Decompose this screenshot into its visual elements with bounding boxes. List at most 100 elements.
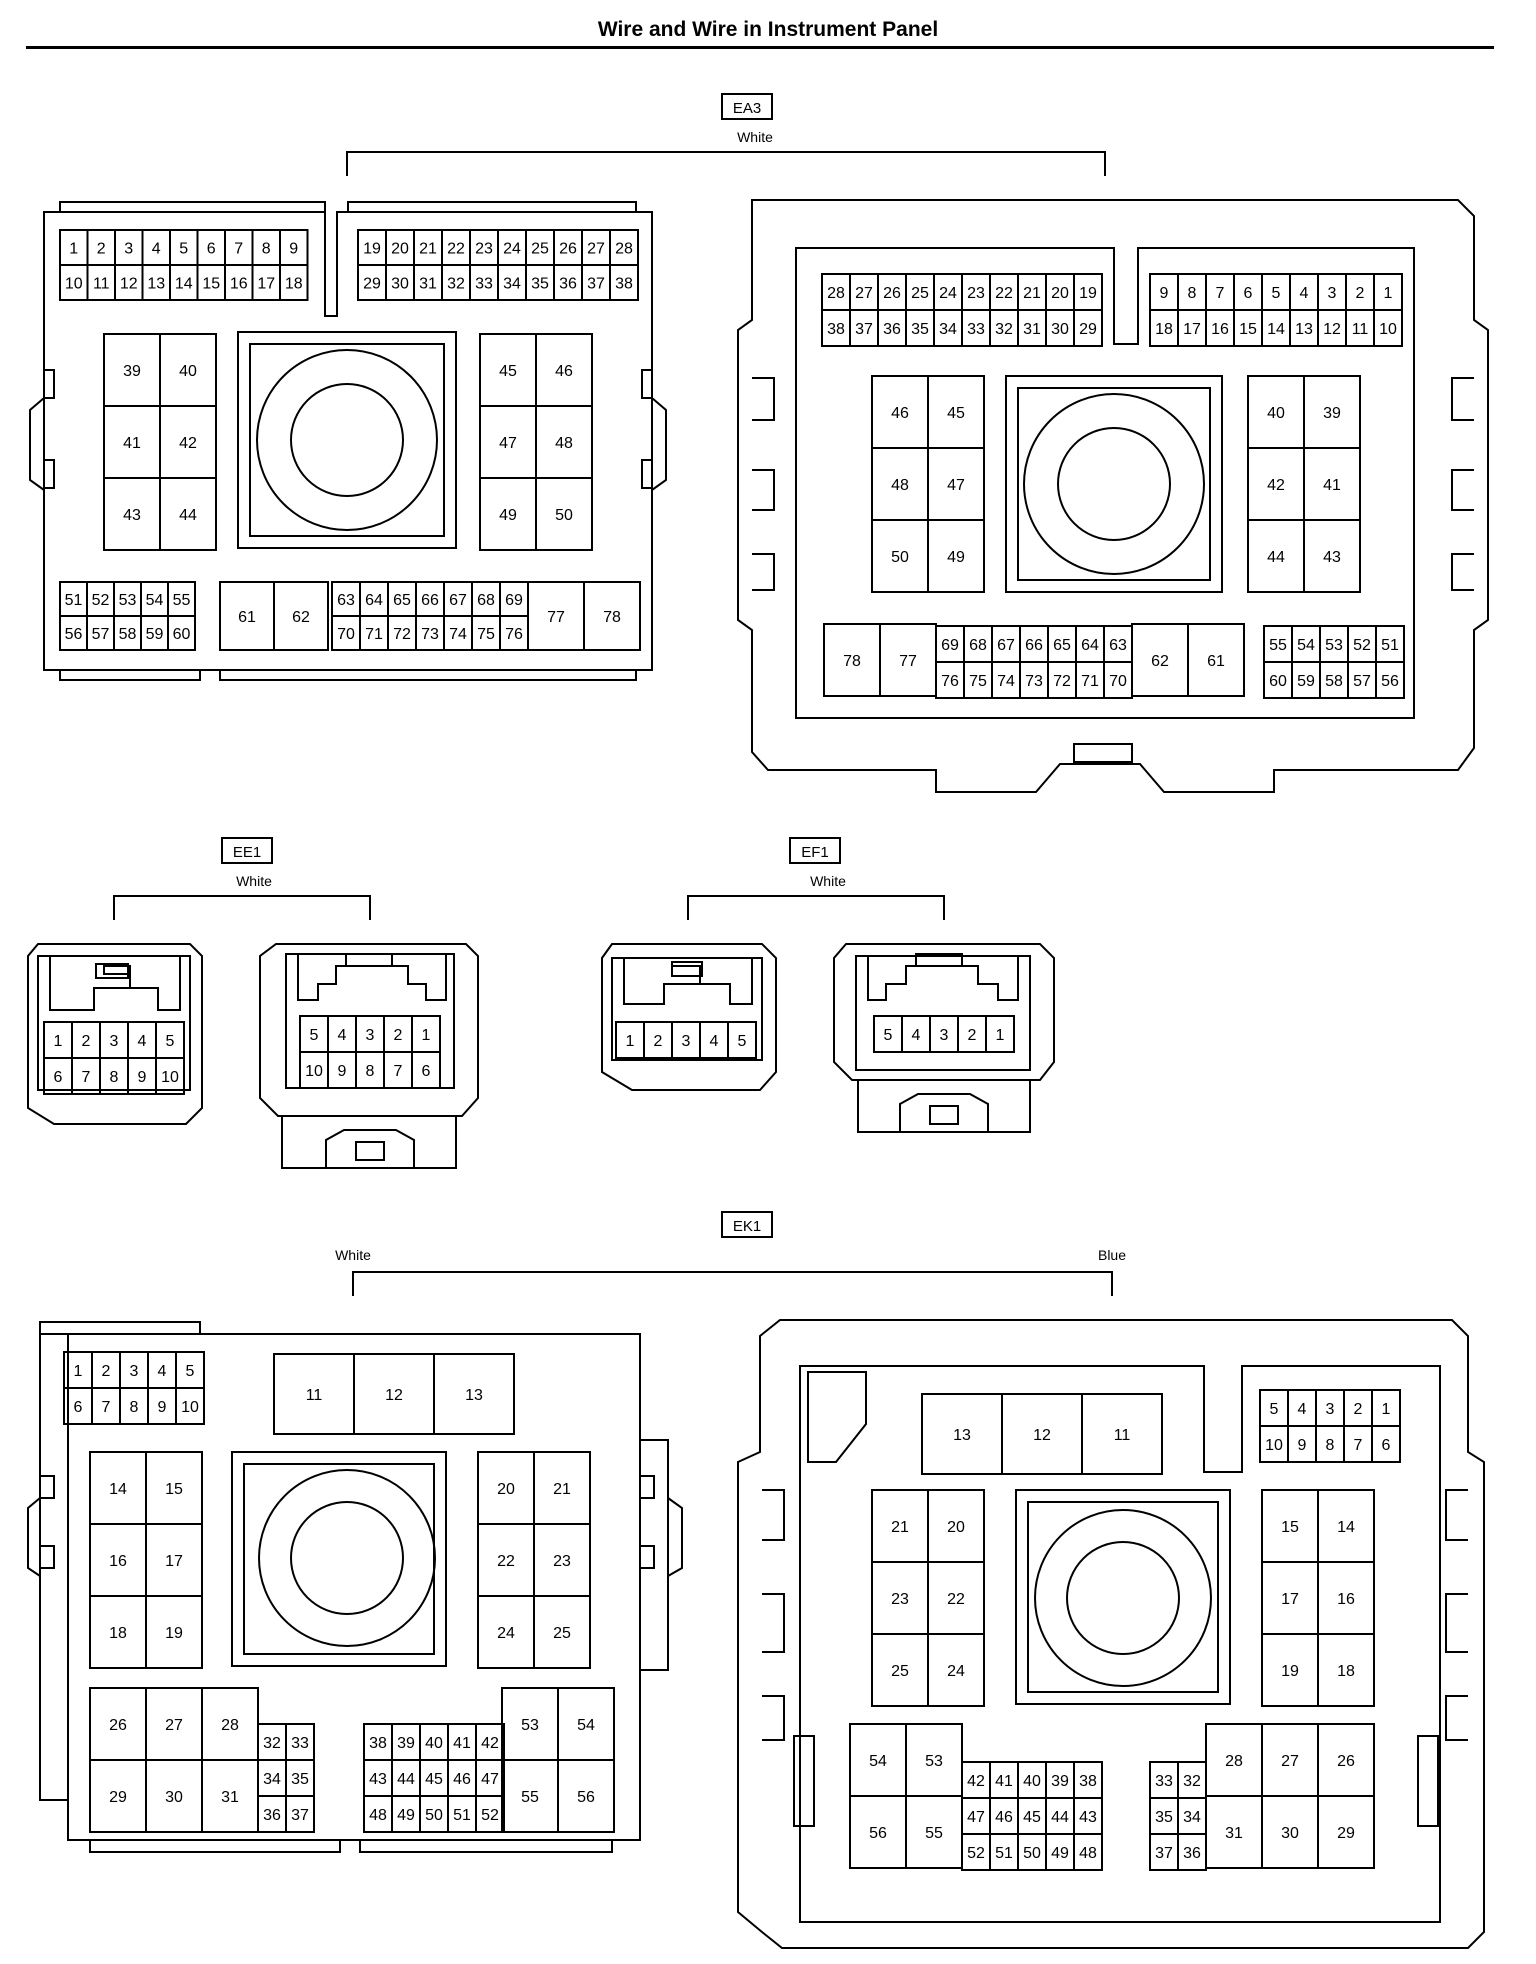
ea3-right-pin-2: 2: [1356, 285, 1365, 302]
ea3-left-pin-15: 15: [202, 275, 220, 292]
ea3-code-box: [721, 93, 773, 120]
ee1-left-pin-4: 4: [138, 1033, 147, 1050]
ek1-right-pin-40: 40: [1023, 1773, 1041, 1790]
ek1-right-pin-cell-24: [927, 1633, 985, 1707]
ek1-left-pin-cell-56: [557, 1759, 615, 1833]
ea3-left-pin-11: 11: [93, 275, 110, 292]
ea3-right-pin-9: 9: [1160, 285, 1169, 302]
ea3-right-pin-cell-29: [1073, 309, 1103, 347]
ea3-left-pin-27: 27: [587, 240, 605, 257]
ee1-right-pin-9: 9: [338, 1063, 347, 1080]
ea3-color: White: [737, 129, 773, 145]
ea3-right-pin-50: 50: [891, 549, 909, 566]
ek1-right-pin-53: 53: [925, 1753, 943, 1770]
ek1-right-pin-cell-48: [1073, 1833, 1103, 1871]
ea3-left-pin-56: 56: [65, 626, 83, 643]
ea3-left-pin-4: 4: [152, 240, 161, 257]
ea3-right-pin-35: 35: [911, 321, 929, 338]
ea3-right-pin-13: 13: [1295, 321, 1313, 338]
ek1-left-pin-8: 8: [130, 1399, 139, 1416]
ea3-left-pin-75: 75: [477, 626, 495, 643]
ek1-left-pin-32: 32: [263, 1735, 281, 1752]
ea3-right-pin-63: 63: [1109, 637, 1127, 654]
ek1-left-pin-27: 27: [165, 1717, 183, 1734]
ek1-right-pin-47: 47: [967, 1809, 985, 1826]
ek1-left-pin-35: 35: [291, 1771, 309, 1788]
ek1-left-pin-11: 11: [306, 1387, 323, 1404]
ek1-left-pin-53: 53: [521, 1717, 539, 1734]
ek1-right-pin-4: 4: [1298, 1401, 1307, 1418]
ek1-left-pin-49: 49: [397, 1807, 415, 1824]
ea3-left-pin-42: 42: [179, 435, 197, 452]
ea3-right-pin-74: 74: [997, 673, 1015, 690]
ek1-left-pin-47: 47: [481, 1771, 499, 1788]
ek1-right-pin-56: 56: [869, 1825, 887, 1842]
ea3-right-pin-68: 68: [969, 637, 987, 654]
ef1-left-pin-3: 3: [682, 1033, 691, 1050]
ea3-left-pin-10: 10: [65, 275, 83, 292]
ea3-left-pin-21: 21: [419, 240, 437, 257]
ek1-right-pin-18: 18: [1337, 1663, 1355, 1680]
ek1-left-pin-50: 50: [425, 1807, 443, 1824]
title-rule: [26, 46, 1494, 49]
ea3-right-pin-12: 12: [1323, 321, 1341, 338]
ea3-left-housing: [29, 201, 667, 681]
ek1-bracket: [352, 1271, 1113, 1296]
ee1-left-pin-7: 7: [82, 1069, 91, 1086]
ek1-right-pin-17: 17: [1281, 1591, 1299, 1608]
ea3-left-pin-cell-38: [609, 264, 639, 301]
ef1-right-pin-3: 3: [940, 1027, 949, 1044]
ek1-right-pin-48: 48: [1079, 1845, 1097, 1862]
ek1-left-pin-16: 16: [109, 1553, 127, 1570]
ea3-right-pin-49: 49: [947, 549, 965, 566]
ek1-right-pin-3: 3: [1326, 1401, 1335, 1418]
ea3-bracket: [346, 151, 1106, 176]
ef1-left-pin-5: 5: [738, 1033, 747, 1050]
ea3-left-pin-8: 8: [262, 240, 271, 257]
ea3-right-pin-cell-61: [1187, 623, 1245, 697]
ea3-left-pin-cell-18: [279, 264, 309, 301]
ea3-right-pin-75: 75: [969, 673, 987, 690]
ea3-right-pin-53: 53: [1325, 637, 1343, 654]
ek1-left-pin-29: 29: [109, 1789, 127, 1806]
ee1-right-housing: [259, 943, 479, 1169]
ek1-left-pin-45: 45: [425, 1771, 443, 1788]
ea3-right-pin-38: 38: [827, 321, 845, 338]
ee1-left-pin-3: 3: [110, 1033, 119, 1050]
ea3-left-pin-9: 9: [289, 240, 298, 257]
ea3-right-pin-37: 37: [855, 321, 873, 338]
ea3-right-pin-25: 25: [911, 285, 929, 302]
ek1-left-pin-34: 34: [263, 1771, 281, 1788]
ee1-left-pin-8: 8: [110, 1069, 119, 1086]
ea3-left-pin-72: 72: [393, 626, 411, 643]
ea3-left-pin-cell-44: [159, 477, 217, 551]
ek1-left-pin-42: 42: [481, 1735, 499, 1752]
ee1-right-pin-3: 3: [366, 1027, 375, 1044]
ek1-right-pin-35: 35: [1155, 1809, 1173, 1826]
ea3-left-pin-16: 16: [230, 275, 248, 292]
ea3-left-pin-26: 26: [559, 240, 577, 257]
ek1-right-pin-44: 44: [1051, 1809, 1069, 1826]
ea3-right-pin-45: 45: [947, 405, 965, 422]
ea3-left-pin-36: 36: [559, 275, 577, 292]
ea3-left-pin-50: 50: [555, 507, 573, 524]
ek1-right-pin-13: 13: [953, 1427, 971, 1444]
ea3-left-pin-17: 17: [257, 275, 275, 292]
ek1-right-pin-cell-11: [1081, 1393, 1163, 1475]
ea3-left-pin-20: 20: [391, 240, 409, 257]
ea3-right-pin-42: 42: [1267, 477, 1285, 494]
ea3-right-pin-1: 1: [1384, 285, 1393, 302]
ek1-right-pin-50: 50: [1023, 1845, 1041, 1862]
ek1-left-pin-6: 6: [74, 1399, 83, 1416]
ea3-right-pin-48: 48: [891, 477, 909, 494]
ea3-left-pin-37: 37: [587, 275, 605, 292]
ek1-right-pin-29: 29: [1337, 1825, 1355, 1842]
ek1-right-pin-54: 54: [869, 1753, 887, 1770]
ea3-right-pin-21: 21: [1023, 285, 1041, 302]
ea3-left-pin-35: 35: [531, 275, 549, 292]
ek1-right-pin-24: 24: [947, 1663, 965, 1680]
ek1-right-pin-25: 25: [891, 1663, 909, 1680]
ea3-left-pin-60: 60: [173, 626, 191, 643]
ek1-left-pin-44: 44: [397, 1771, 415, 1788]
